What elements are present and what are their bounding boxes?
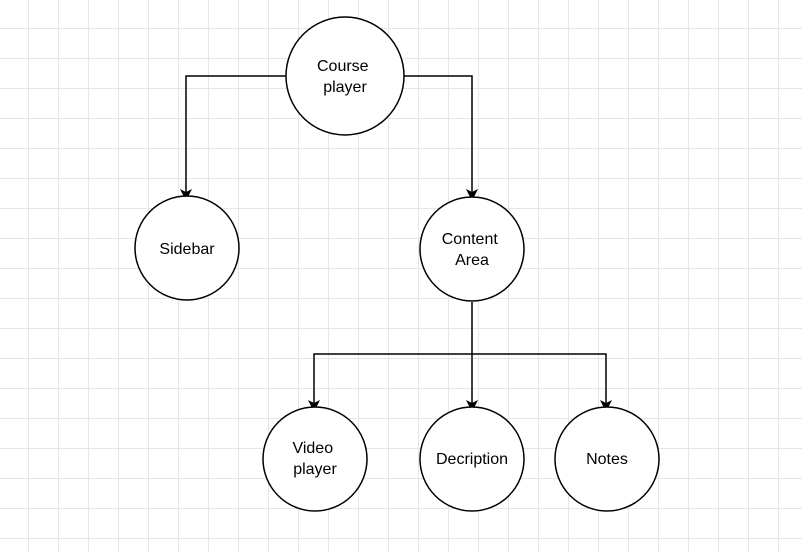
node-video-player[interactable]: Video player — [262, 406, 368, 512]
node-description-label: Decription — [436, 451, 508, 468]
node-sidebar-label: Sidebar — [159, 241, 215, 258]
node-notes-circle — [554, 406, 660, 512]
edge-course-player-to-sidebar — [180, 75, 286, 201]
node-sidebar-circle — [134, 195, 240, 301]
node-video-player-circle — [262, 406, 368, 512]
node-course-player[interactable]: Course player — [285, 16, 405, 136]
node-course-player-circle — [285, 16, 405, 136]
node-sidebar[interactable]: Sidebar — [134, 195, 240, 301]
node-description-circle — [419, 406, 525, 512]
node-content-area-circle — [419, 196, 525, 302]
node-content-area-label: Content Area — [442, 231, 503, 269]
node-notes[interactable]: Notes — [554, 406, 660, 512]
node-video-player-label: Video player — [292, 440, 337, 478]
node-description[interactable]: Decription — [419, 406, 525, 512]
edge-content-area-to-video-player — [308, 353, 472, 412]
edge-content-area-to-notes — [472, 353, 612, 412]
node-course-player-label: Course player — [317, 58, 373, 96]
node-notes-label: Notes — [586, 451, 628, 468]
edge-course-player-to-content-area — [404, 75, 478, 201]
node-content-area[interactable]: Content Area — [419, 196, 525, 302]
